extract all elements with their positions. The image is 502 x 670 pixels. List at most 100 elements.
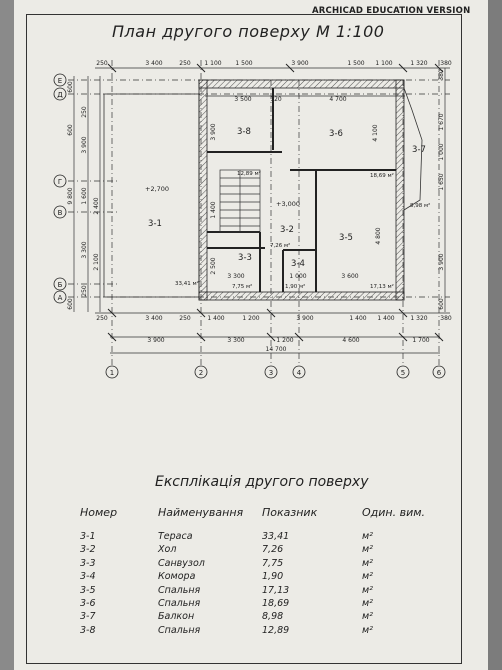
room38-height: 3 900 — [210, 123, 217, 140]
dim-bot-6: 3 900 — [296, 315, 313, 322]
dim-left2-1: 250 — [81, 106, 88, 118]
row-unit: м² — [362, 624, 373, 636]
dim-inner-3: 4 700 — [329, 96, 346, 103]
dim-right-2: 1 670 — [438, 113, 445, 130]
dim-right-1: 380 — [438, 69, 445, 81]
axis-label-4: 4 — [297, 369, 302, 377]
row-value: 8,98 — [262, 611, 284, 623]
dim-left2-2: 3 900 — [81, 136, 88, 153]
row-name: Хол — [158, 544, 177, 556]
col-header-value: Показник — [262, 506, 318, 519]
table-row: 3-4 Комора 1,90 м² — [0, 571, 502, 584]
row-number: 3-7 — [80, 611, 96, 623]
dim-left-4: 600 — [67, 298, 74, 310]
dim-bot-4: 1 400 — [207, 315, 224, 322]
room34-width: 1 000 — [289, 273, 306, 280]
row-unit: м² — [362, 571, 373, 583]
dim-left-2: 600 — [67, 124, 74, 136]
row-name: Спальня — [158, 584, 201, 596]
dim-top-9: 1 320 — [410, 60, 427, 67]
row-value: 7,26 — [262, 544, 284, 556]
wall-right — [395, 79, 405, 301]
axis-label-3: 3 — [269, 369, 273, 377]
dim-top-8: 1 100 — [375, 60, 392, 67]
scan-left-edge — [0, 0, 14, 670]
row-number: 3-8 — [80, 624, 96, 636]
room35-height: 4 800 — [375, 227, 382, 244]
dim-top-5: 1 500 — [235, 60, 252, 67]
axis-label-b: Б — [58, 281, 63, 289]
wall-left — [198, 79, 208, 301]
table-row: 3-5 Спальня 17,13 м² — [0, 585, 502, 598]
room-3-3-label: 3-3 — [238, 253, 252, 263]
table-row: 3-1 Тераса 33,41 м² — [0, 531, 502, 544]
row-unit: м² — [362, 584, 373, 596]
dim-inner-1: 3 500 — [234, 96, 251, 103]
col-header-number: Номер — [80, 506, 118, 519]
dim-bot2-3: 1 200 — [276, 337, 293, 344]
row-unit: м² — [362, 611, 373, 623]
table-row: 3-7 Балкон 8,98 м² — [0, 611, 502, 624]
scan-right-edge — [488, 0, 502, 670]
stair-width: 1 400 — [210, 201, 217, 218]
row-value: 12,89 — [262, 624, 290, 636]
explication-title: Експлікація другого поверху — [155, 474, 369, 490]
dim-bot-10: 380 — [440, 315, 452, 322]
room-3-6-area: 18,69 м² — [370, 172, 394, 179]
table-row: 3-6 Спальня 18,69 м² — [0, 598, 502, 611]
row-unit: м² — [362, 557, 373, 569]
drawing-sheet — [14, 0, 488, 670]
row-number: 3-6 — [80, 597, 96, 609]
row-unit: м² — [362, 597, 373, 609]
dim-bot-3: 250 — [179, 315, 191, 322]
room33-height: 2 500 — [210, 257, 217, 274]
dim-left-3: 9 800 — [67, 187, 74, 204]
col-header-unit: Один. вим. — [362, 506, 426, 519]
room-3-5-label: 3-5 — [339, 233, 353, 243]
axis-label-6: 6 — [437, 369, 442, 377]
dim-left2-7: 250 — [81, 285, 88, 297]
room-3-3-area: 7,75 м² — [232, 283, 252, 290]
room-3-7-area: 8,98 м² — [410, 202, 430, 209]
axis-label-v: В — [58, 209, 63, 217]
room35-width: 3 600 — [341, 273, 358, 280]
staircase — [219, 169, 261, 233]
dim-right-4: 1 650 — [438, 173, 445, 190]
axis-label-d: Д — [57, 91, 63, 99]
dim-top-3: 250 — [179, 60, 191, 67]
axis-label-a: А — [58, 294, 63, 302]
row-unit: м² — [362, 531, 373, 542]
drawing-frame — [26, 14, 462, 664]
dim-top-10: 380 — [440, 60, 452, 67]
row-name: Балкон — [158, 611, 195, 623]
axis-label-e: Е — [58, 77, 62, 85]
dim-bot2-2: 3 300 — [227, 337, 244, 344]
explication-table: 3-1 Тераса 33,41 м² 3-2 Хол 7,26 м² 3-3 … — [0, 531, 502, 638]
table-row: 3-8 Спальня 12,89 м² — [0, 625, 502, 638]
axis-label-2: 2 — [199, 369, 203, 377]
dim-bot-5: 1 200 — [242, 315, 259, 322]
dim-left2-4: 2 400 — [93, 197, 100, 214]
room-3-8-area: 12,89 м² — [237, 170, 261, 177]
dim-right-5: 3 900 — [438, 253, 445, 270]
row-number: 3-5 — [80, 584, 96, 596]
plan-title: План другого поверху М 1:100 — [112, 22, 385, 41]
row-value: 17,13 — [262, 584, 290, 596]
dim-left2-3: 1 600 — [81, 187, 88, 204]
dim-left2-5: 3 300 — [81, 241, 88, 258]
room-3-1-label: 3-1 — [148, 219, 162, 229]
room-3-8-label: 3-8 — [237, 127, 251, 137]
dim-inner-2: 120 — [270, 96, 282, 103]
room-3-5-area: 17,13 м² — [370, 283, 394, 290]
row-number: 3-4 — [80, 571, 96, 583]
row-number: 3-3 — [80, 557, 96, 569]
dim-bot-2: 3 400 — [145, 315, 162, 322]
watermark-text: ARCHICAD EDUCATION VERSION — [312, 6, 471, 16]
wall-top — [198, 79, 405, 89]
row-name: Санвузол — [158, 557, 205, 569]
room-3-7-label: 3-7 — [412, 145, 426, 155]
dim-bot2-4: 4 600 — [342, 337, 359, 344]
dim-bot-8: 1 400 — [377, 315, 394, 322]
row-unit: м² — [362, 544, 373, 556]
dim-bot-7: 1 400 — [349, 315, 366, 322]
